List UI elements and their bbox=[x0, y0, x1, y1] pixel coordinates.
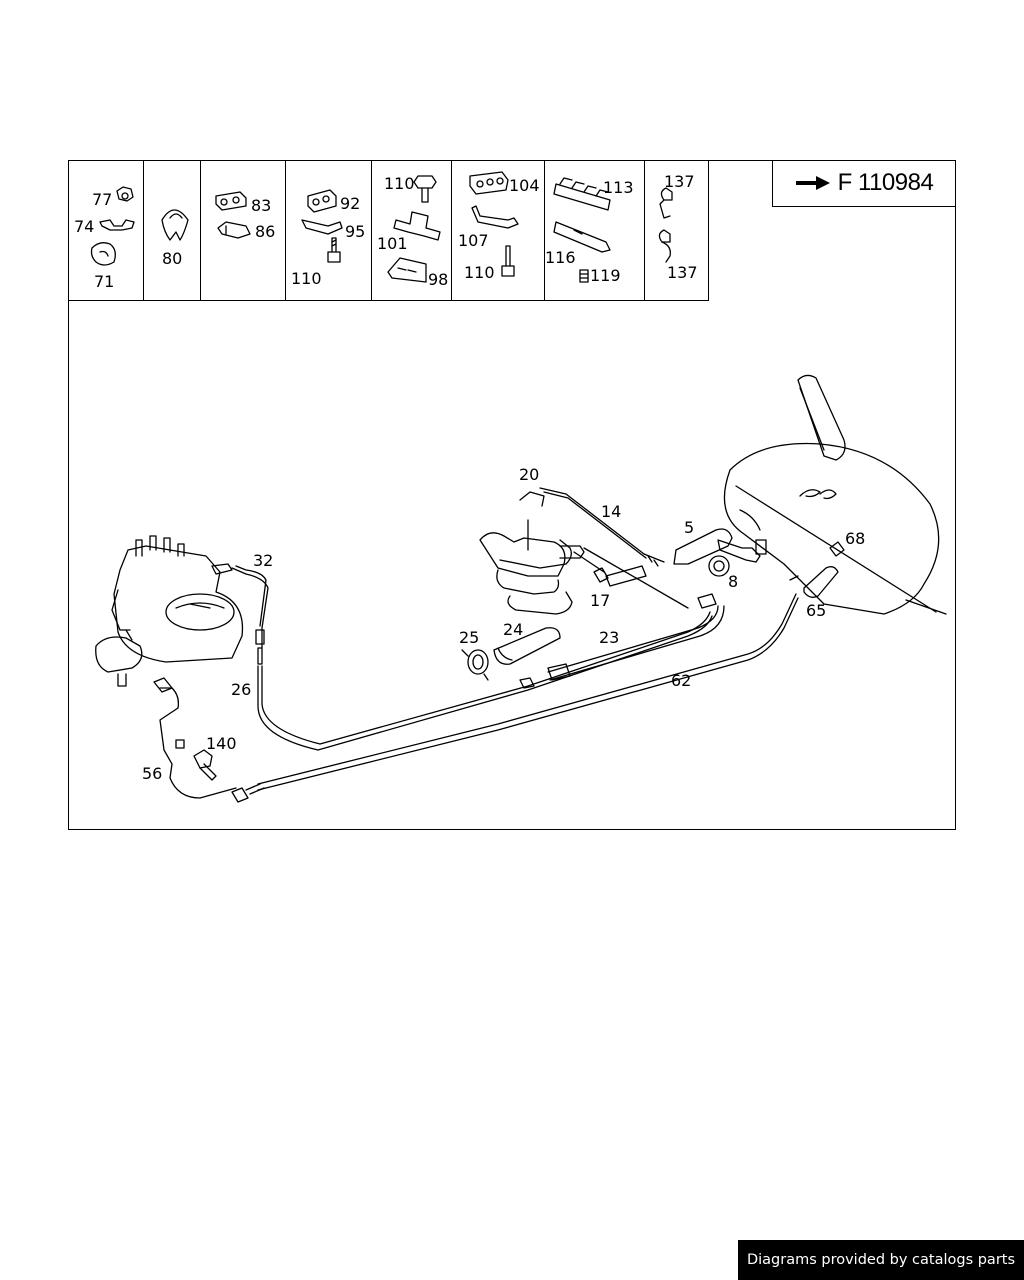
fuel-line bbox=[153, 677, 265, 803]
return-line bbox=[257, 611, 713, 751]
feed-line bbox=[547, 593, 725, 681]
part-label: 65 bbox=[806, 601, 826, 620]
part-label: 95 bbox=[345, 222, 365, 241]
parts-cell-2 bbox=[144, 160, 201, 301]
part-label: 110 bbox=[384, 174, 415, 193]
parts-cell-6 bbox=[452, 160, 545, 301]
part-label: 74 bbox=[74, 217, 94, 236]
part-label: 71 bbox=[94, 272, 114, 291]
header-divider bbox=[68, 300, 709, 301]
line-holder-icon bbox=[307, 189, 337, 213]
part-label: 140 bbox=[206, 734, 237, 753]
part-label: 104 bbox=[509, 176, 540, 195]
clip-part-icon bbox=[658, 229, 671, 263]
part-label: 56 bbox=[142, 764, 162, 783]
parts-cell-8 bbox=[645, 160, 709, 301]
part-label: 68 bbox=[845, 529, 865, 548]
hose-clamp bbox=[593, 565, 647, 587]
part-label: 80 bbox=[162, 249, 182, 268]
arrow-right-icon bbox=[795, 176, 830, 190]
part-label: 110 bbox=[291, 269, 322, 288]
rubber-hose bbox=[493, 627, 561, 665]
part-label: 86 bbox=[255, 222, 275, 241]
part-label: 25 bbox=[459, 628, 479, 647]
line-holder-icon bbox=[469, 171, 509, 195]
parts-cell-4 bbox=[286, 160, 372, 301]
part-label: 98 bbox=[428, 270, 448, 289]
fuel-line bbox=[231, 565, 269, 665]
screw-icon bbox=[327, 237, 341, 263]
part-label: 17 bbox=[590, 591, 610, 610]
header-part-labels: 77 74 71 80 83 86 92 95 110 110 101 98 1… bbox=[74, 172, 698, 291]
bracket-part-icon bbox=[217, 221, 251, 239]
screw-icon bbox=[501, 245, 515, 277]
filler-neck bbox=[797, 374, 846, 461]
part-label: 8 bbox=[728, 572, 738, 591]
tank-outlet-hose bbox=[803, 541, 845, 598]
diagram-part-labels: 20 14 5 68 8 65 32 17 25 24 23 26 62 140… bbox=[142, 465, 865, 783]
clamp-part-icon bbox=[99, 219, 135, 231]
grommet-part bbox=[708, 555, 730, 577]
reference-box: F 110984 bbox=[772, 160, 956, 207]
part-label: 110 bbox=[464, 263, 495, 282]
part-label: 101 bbox=[377, 234, 408, 253]
nut-part-icon bbox=[579, 269, 589, 283]
parts-cell-5 bbox=[372, 160, 452, 301]
bracket-part-icon bbox=[553, 221, 611, 253]
part-label: 107 bbox=[458, 231, 489, 250]
fuel-hose bbox=[673, 528, 767, 565]
reference-number: F 110984 bbox=[837, 169, 934, 196]
part-label: 113 bbox=[603, 178, 634, 197]
fuel-supply-line bbox=[257, 575, 799, 791]
part-label: 24 bbox=[503, 620, 523, 639]
part-label: 116 bbox=[545, 248, 576, 267]
fuel-line bbox=[539, 487, 665, 567]
part-label: 137 bbox=[664, 172, 695, 191]
nut-part-icon bbox=[116, 186, 134, 202]
part-label: 77 bbox=[92, 190, 112, 209]
parts-cell-3 bbox=[201, 160, 286, 301]
bracket-part-icon bbox=[301, 219, 343, 235]
banjo-bolt bbox=[193, 749, 217, 781]
part-label: 137 bbox=[667, 263, 698, 282]
fuel-tank bbox=[723, 442, 947, 615]
part-label: 23 bbox=[599, 628, 619, 647]
credit-banner: Diagrams provided by catalogs parts bbox=[738, 1240, 1024, 1280]
fuel-distributor bbox=[95, 535, 244, 687]
part-label: 20 bbox=[519, 465, 539, 484]
hex-bolt-icon bbox=[413, 175, 437, 203]
parts-cell-1 bbox=[68, 160, 144, 301]
part-label: 92 bbox=[340, 194, 360, 213]
part-label: 119 bbox=[590, 266, 621, 285]
part-label: 14 bbox=[601, 502, 621, 521]
fuel-pump-assembly bbox=[479, 491, 689, 615]
hose-clamp bbox=[461, 649, 489, 681]
spring-clip-icon bbox=[161, 209, 189, 241]
line-holder-icon bbox=[215, 191, 247, 211]
part-label: 83 bbox=[251, 196, 271, 215]
part-label: 5 bbox=[684, 518, 694, 537]
bracket-part-icon bbox=[471, 205, 519, 229]
rubber-insert-icon bbox=[387, 257, 427, 283]
part-label: 26 bbox=[231, 680, 251, 699]
part-label: 62 bbox=[671, 671, 691, 690]
bracket-part-icon bbox=[393, 211, 441, 241]
line-holder-icon bbox=[553, 177, 611, 211]
clip-part-icon bbox=[659, 187, 673, 219]
rubber-insert-icon bbox=[90, 242, 116, 266]
part-label: 32 bbox=[253, 551, 273, 570]
diagram-frame bbox=[68, 160, 956, 830]
parts-cell-7 bbox=[545, 160, 645, 301]
